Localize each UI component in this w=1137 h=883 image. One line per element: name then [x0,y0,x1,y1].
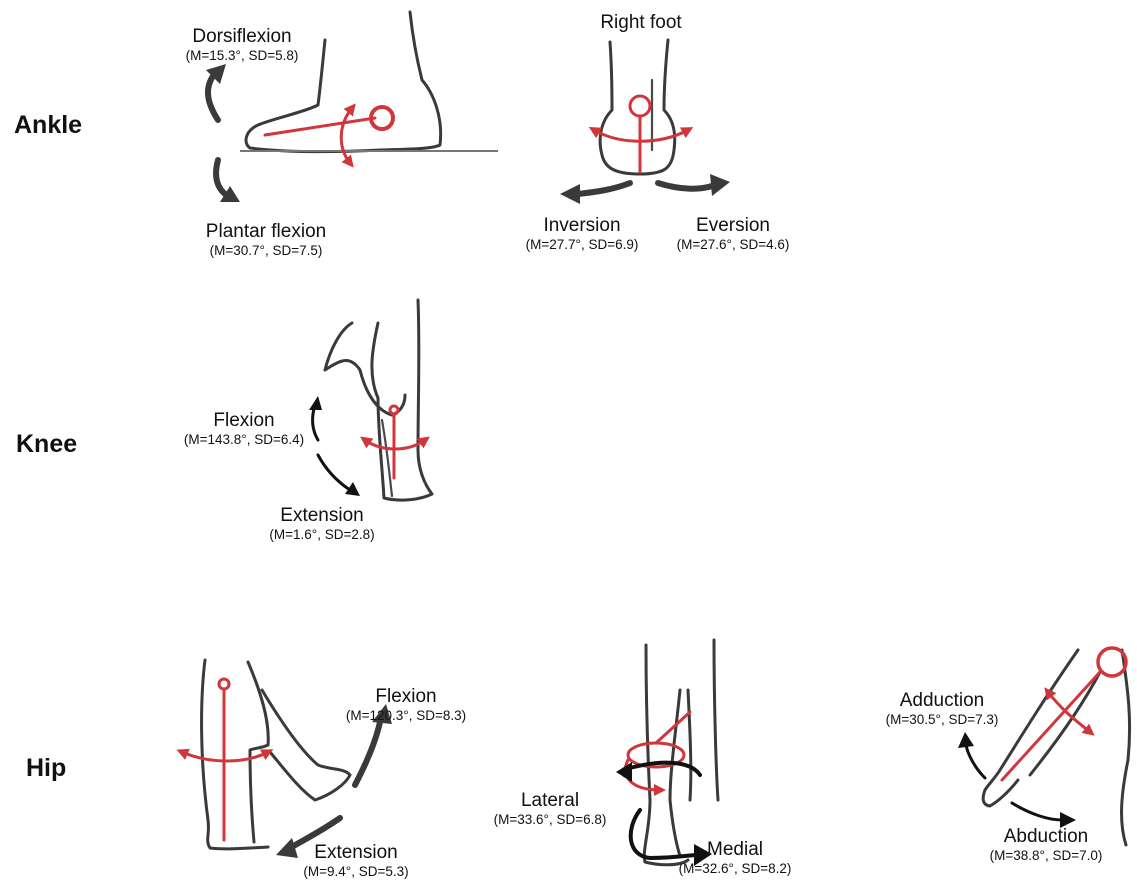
knee-flexion-name: Flexion [184,410,304,432]
knee-joint-axis [365,406,425,478]
hip-flexion-name: Flexion [346,686,466,708]
label-ankle-dorsiflexion: Dorsiflexion (M=15.3°, SD=5.8) [186,26,299,64]
right-foot-title: Right foot [600,12,681,34]
knee-flexion-stat: (M=143.8°, SD=6.4) [184,432,304,448]
knee-leg-sketch [325,300,432,500]
label-hip-extension: Extension (M=9.4°, SD=5.3) [303,842,408,880]
dorsiflexion-arrow [206,64,226,120]
inversion-arrow [560,183,630,204]
label-knee-extension: Extension (M=1.6°, SD=2.8) [269,505,374,543]
label-ankle-plantar-flexion: Plantar flexion (M=30.7°, SD=7.5) [206,221,326,259]
eversion-stat: (M=27.6°, SD=4.6) [677,237,790,253]
label-hip-lateral: Lateral (M=33.6°, SD=6.8) [494,790,607,828]
inversion-name: Inversion [526,215,639,237]
row-label-ankle: Ankle [14,111,82,140]
hip-frontal-leg-sketch [983,650,1129,845]
knee-extension-arrow [318,455,360,496]
hip-abduction-stat: (M=38.8°, SD=7.0) [990,848,1103,864]
label-ankle-eversion: Eversion (M=27.6°, SD=4.6) [677,215,790,253]
hip-adduction-arrow [958,732,985,778]
inversion-stat: (M=27.7°, SD=6.9) [526,237,639,253]
label-ankle-inversion: Inversion (M=27.7°, SD=6.9) [526,215,639,253]
hip-extension-stat: (M=9.4°, SD=5.3) [303,864,408,880]
plantar-flexion-arrow [216,160,240,202]
hip-medial-stat: (M=32.6°, SD=8.2) [679,861,792,877]
hip-lateral-arrow [616,762,700,782]
hip-medial-name: Medial [679,839,792,861]
hip-abduction-name: Abduction [990,826,1103,848]
knee-extension-name: Extension [269,505,374,527]
dorsiflexion-stat: (M=15.3°, SD=5.8) [186,48,299,64]
eversion-name: Eversion [677,215,790,237]
dorsiflexion-name: Dorsiflexion [186,26,299,48]
hip-lateral-name: Lateral [494,790,607,812]
label-knee-flexion: Flexion (M=143.8°, SD=6.4) [184,410,304,448]
label-hip-abduction: Abduction (M=38.8°, SD=7.0) [990,826,1103,864]
row-label-knee: Knee [16,430,77,459]
hip-rotation-joint-axis [625,712,690,790]
label-hip-adduction: Adduction (M=30.5°, SD=7.3) [886,690,999,728]
hip-adduction-stat: (M=30.5°, SD=7.3) [886,712,999,728]
plantar-flexion-stat: (M=30.7°, SD=7.5) [206,243,326,259]
eversion-arrow [658,174,730,196]
plantar-flexion-name: Plantar flexion [206,221,326,243]
label-hip-medial: Medial (M=32.6°, SD=8.2) [679,839,792,877]
hip-adduction-name: Adduction [886,690,999,712]
right-foot-rear-sketch [600,40,675,174]
knee-flexion-arrow [309,396,322,440]
hip-sagittal-joint-axis [182,679,268,840]
row-label-hip: Hip [26,754,66,783]
label-hip-flexion: Flexion (M=120.3°, SD=8.3) [346,686,466,724]
hip-flexion-stat: (M=120.3°, SD=8.3) [346,708,466,724]
knee-extension-stat: (M=1.6°, SD=2.8) [269,527,374,543]
hip-lateral-stat: (M=33.6°, SD=6.8) [494,812,607,828]
hip-extension-name: Extension [303,842,408,864]
hip-abduction-arrow [1012,803,1076,828]
hip-rotation-leg-sketch [644,640,718,865]
